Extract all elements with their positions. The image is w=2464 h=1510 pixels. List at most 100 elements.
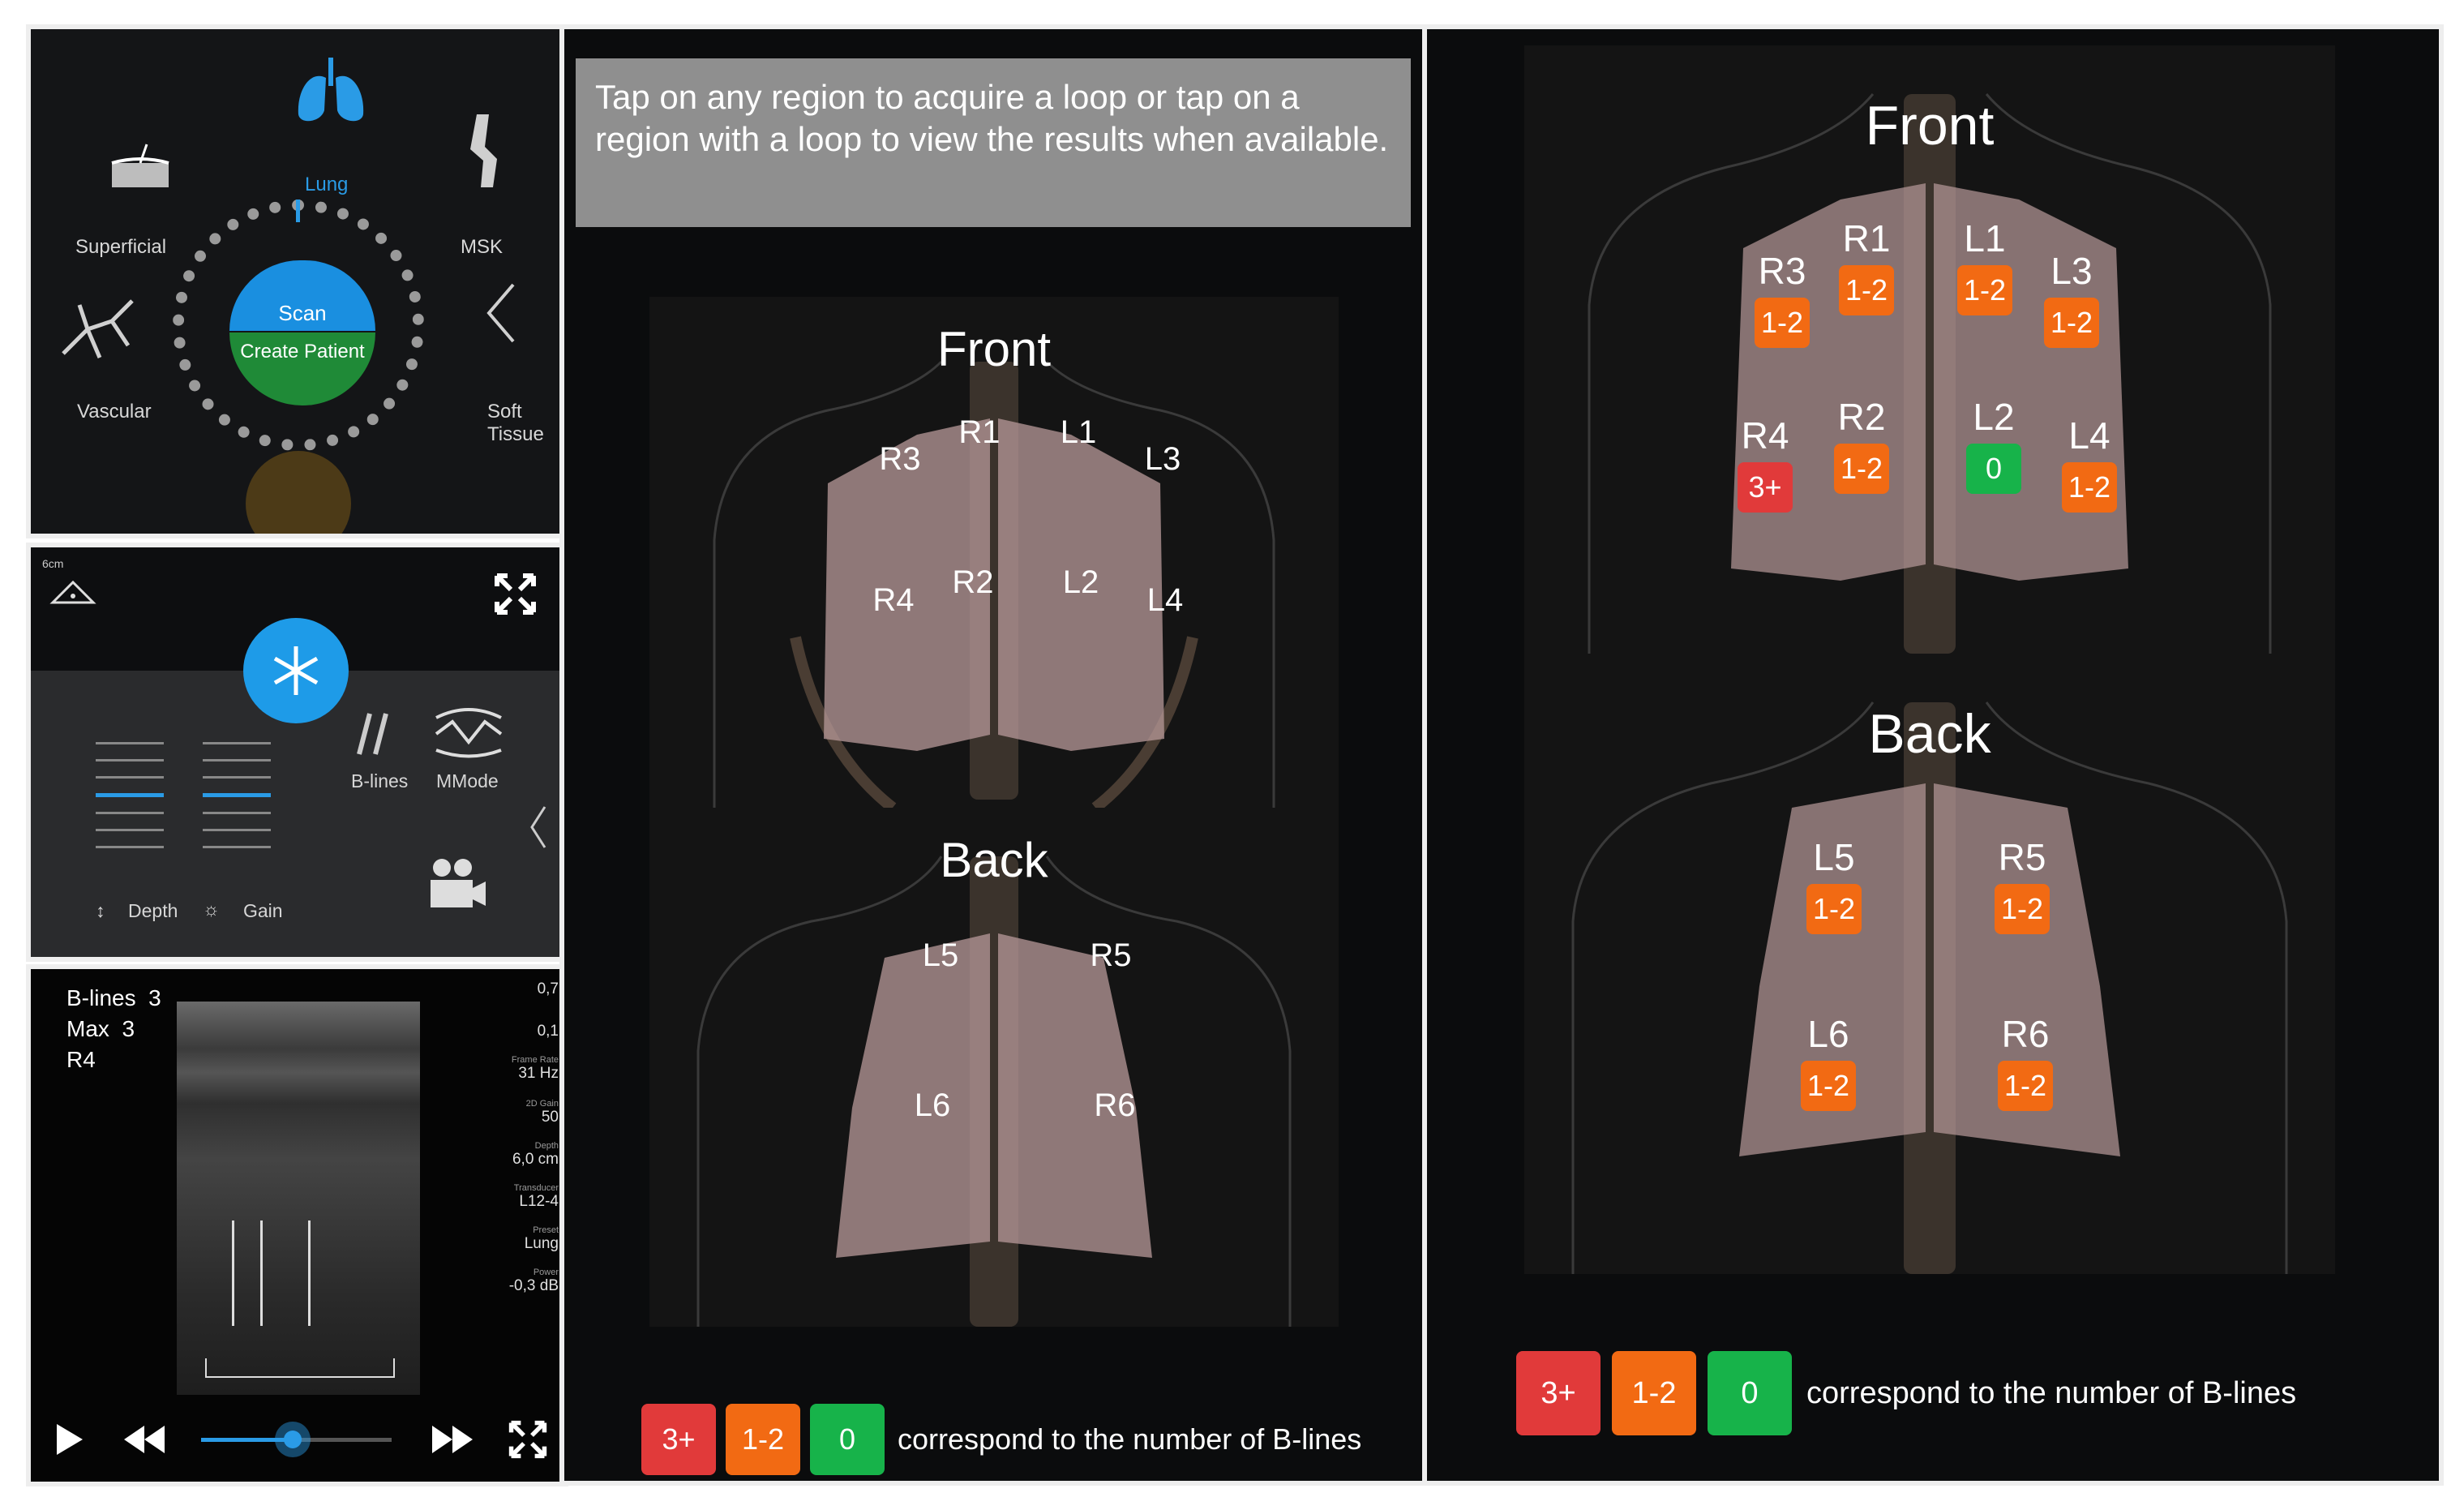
mmode-button[interactable]: MMode [412, 693, 525, 815]
region-l1[interactable]: L1 [1060, 414, 1097, 450]
results-score-legend: 3+ 1-2 0 correspond to the number of B-l… [1516, 1351, 2296, 1435]
mode-lung-label: Lung [305, 174, 349, 195]
result-score-badge: 1-2 [1801, 1061, 1856, 1111]
blines-label: B-lines [351, 770, 409, 791]
result-region-label: L4 [2068, 414, 2110, 457]
instruction-banner: Tap on any region to acquire a loop or t… [576, 58, 1411, 227]
mode-vascular[interactable]: Vascular [43, 272, 173, 435]
depth-label: Depth [128, 900, 178, 921]
region-l6[interactable]: L6 [914, 1087, 951, 1123]
play-icon[interactable] [47, 1419, 88, 1460]
result-region-label: R4 [1741, 414, 1789, 457]
region-name: R4 [66, 1047, 96, 1072]
blines-button[interactable]: B-lines [315, 701, 412, 815]
depth-scale-label: 6cm [42, 557, 64, 570]
result-score-badge: 1-2 [1957, 265, 2012, 315]
fullscreen-icon[interactable] [493, 572, 538, 616]
result-score-badge: 1-2 [1755, 298, 1810, 348]
knee-icon [470, 114, 497, 187]
torso-outline [713, 360, 1275, 808]
legend-badge-3plus: 3+ [1516, 1351, 1601, 1435]
probe-icon [49, 580, 96, 604]
result-region-label: L1 [1964, 217, 2006, 260]
legend-badge-1to2: 1-2 [1612, 1351, 1696, 1435]
result-score-badge: 3+ [1738, 462, 1793, 513]
acquisition-panel: Tap on any region to acquire a loop or t… [564, 29, 1425, 1481]
gain-label: Gain [243, 900, 283, 921]
mode-lung[interactable]: Lung [282, 54, 379, 199]
region-r1[interactable]: R1 [958, 414, 1001, 450]
blines-count: B-lines 3 [66, 985, 161, 1010]
region-l3[interactable]: L3 [1144, 441, 1181, 477]
region-r2[interactable]: R2 [952, 564, 994, 600]
mode-soft-tissue[interactable]: Soft Tissue [444, 281, 564, 445]
rewind-icon[interactable] [120, 1419, 169, 1460]
legend-badge-1to2: 1-2 [726, 1404, 800, 1475]
mode-superficial[interactable]: Superficial [75, 127, 205, 264]
legend-badge-0: 0 [810, 1404, 885, 1475]
depth-slider[interactable] [96, 742, 164, 863]
bline-marker [260, 1220, 263, 1326]
result-score-badge: 0 [1966, 444, 2021, 494]
results-front-title: Front [1865, 95, 1995, 157]
region-l4[interactable]: L4 [1146, 582, 1184, 618]
gain-slider[interactable] [203, 742, 271, 863]
results-panel: Front Back 3+ 1-2 0 correspond to the nu… [1427, 29, 2439, 1481]
playback-track[interactable] [201, 1422, 392, 1457]
result-score-badge: 1-2 [1834, 444, 1889, 494]
result-score-badge: 1-2 [2062, 462, 2117, 513]
expand-icon[interactable] [508, 1419, 548, 1460]
result-region-label: R1 [1842, 217, 1891, 260]
back-title: Back [940, 833, 1048, 887]
score-legend: 3+ 1-2 0 correspond to the number of B-l… [641, 1404, 1361, 1475]
measurement-bracket [205, 1358, 395, 1378]
result-region-label: L6 [1807, 1013, 1849, 1055]
save-loop-camera-icon[interactable] [424, 856, 489, 912]
region-r4[interactable]: R4 [872, 582, 915, 618]
region-r3[interactable]: R3 [879, 441, 921, 477]
fast-forward-icon[interactable] [428, 1419, 477, 1460]
mode-msk[interactable]: MSK [436, 110, 525, 264]
mode-superficial-label: Superficial [75, 236, 167, 258]
snowflake-icon [273, 646, 319, 695]
result-region-label: R2 [1837, 396, 1886, 438]
blines-icon [357, 713, 388, 755]
playback-thumb[interactable] [274, 1422, 311, 1457]
result-score-badge: 1-2 [1806, 884, 1862, 934]
region-r5[interactable]: R5 [1090, 937, 1132, 973]
result-region-label: R5 [1998, 836, 2046, 878]
region-l5[interactable]: L5 [922, 937, 959, 973]
region-l2[interactable]: L2 [1062, 564, 1099, 600]
freeze-button[interactable] [243, 618, 349, 723]
collapse-chevron-icon[interactable] [527, 803, 551, 852]
blines-max: Max 3 [66, 1016, 135, 1041]
region-r6[interactable]: R6 [1094, 1087, 1136, 1123]
legend-text: correspond to the number of B-lines [1806, 1375, 2297, 1410]
result-region-label: L5 [1813, 836, 1855, 878]
param-1: 0,7 [537, 980, 559, 997]
param-2: 0,1 [537, 1023, 559, 1040]
vessels-icon [62, 299, 134, 358]
result-region-label: R3 [1758, 250, 1806, 292]
result-score-badge: 1-2 [1995, 884, 2050, 934]
mode-msk-label: MSK [461, 236, 504, 258]
bline-marker [308, 1220, 311, 1326]
